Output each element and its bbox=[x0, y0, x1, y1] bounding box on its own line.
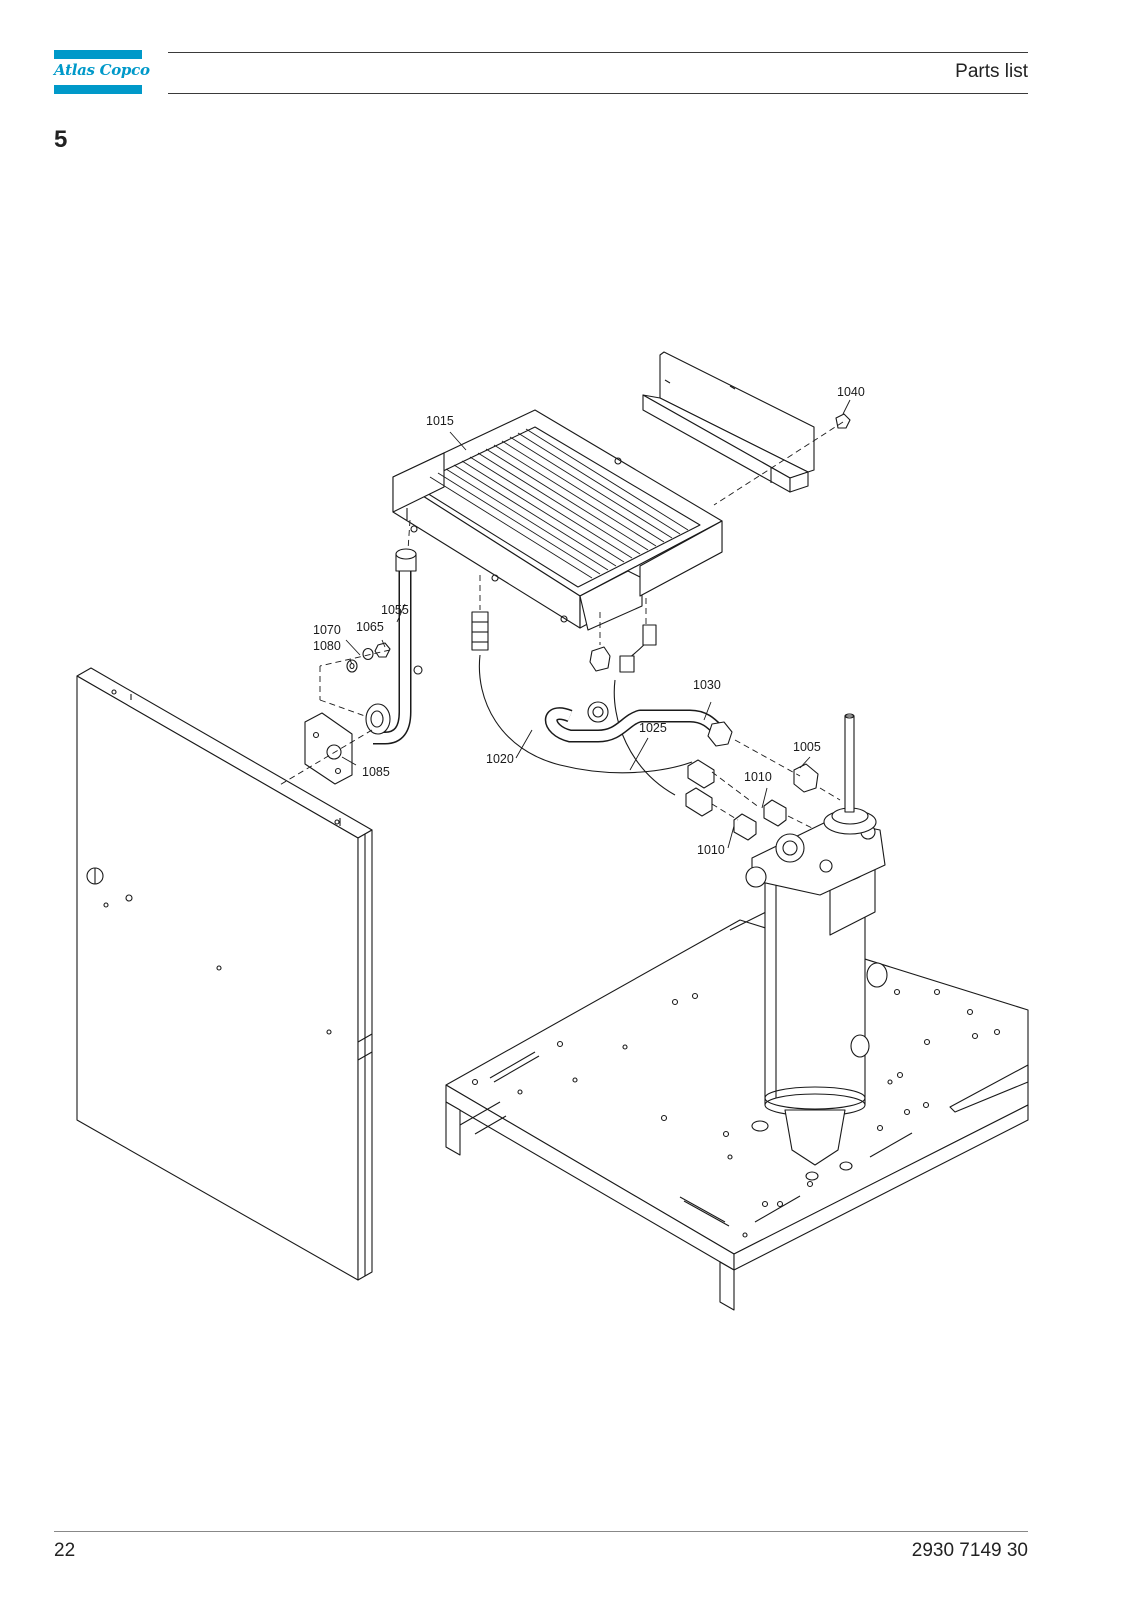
pipe-1030 bbox=[544, 646, 733, 747]
gasket-1085 bbox=[304, 712, 353, 785]
page-title: Parts list bbox=[955, 61, 1028, 82]
document-number: 2930 7149 30 bbox=[911, 1540, 1028, 1561]
callout-1055: 1055 bbox=[381, 603, 409, 617]
hose-1025 bbox=[613, 624, 676, 796]
leader-lines bbox=[341, 399, 851, 849]
separator-vessel bbox=[745, 713, 888, 1181]
callout-1070: 1070 bbox=[313, 623, 341, 637]
mounting-bracket bbox=[642, 351, 815, 493]
assembly-lines bbox=[277, 421, 844, 829]
fittings bbox=[685, 413, 851, 841]
callout-1025: 1025 bbox=[639, 721, 667, 735]
callout-1080: 1080 bbox=[313, 639, 341, 653]
logo-bottom-bar bbox=[54, 85, 142, 94]
logo-top-bar bbox=[54, 50, 142, 59]
page-number: 22 bbox=[54, 1540, 76, 1561]
footer-rule bbox=[54, 1531, 1028, 1532]
atlas-copco-logo: Atlas Copco bbox=[54, 50, 150, 94]
hose-1020 bbox=[471, 611, 693, 774]
cooler-fins bbox=[429, 428, 689, 579]
header-top-rule bbox=[168, 52, 1028, 53]
callout-1005: 1005 bbox=[793, 740, 821, 754]
header-bottom-rule bbox=[168, 93, 1028, 94]
side-panel bbox=[76, 667, 373, 1281]
callout-1065: 1065 bbox=[356, 620, 384, 634]
callout-1020: 1020 bbox=[486, 752, 514, 766]
callout-1085: 1085 bbox=[362, 765, 390, 779]
section-number: 5 bbox=[54, 126, 68, 153]
callout-1040: 1040 bbox=[837, 385, 865, 399]
pipe-1055 bbox=[365, 548, 423, 745]
callout-1010: 1010 bbox=[697, 843, 725, 857]
washers-nut bbox=[346, 642, 391, 673]
base-frame bbox=[445, 909, 1029, 1311]
callout-1015: 1015 bbox=[426, 414, 454, 428]
callout-1030: 1030 bbox=[693, 678, 721, 692]
callout-1010: 1010 bbox=[744, 770, 772, 784]
callout-labels: 1040 1015 1055 1065 1070 1080 1085 1030 … bbox=[313, 385, 865, 857]
logo-wordmark: Atlas Copco bbox=[54, 61, 150, 79]
